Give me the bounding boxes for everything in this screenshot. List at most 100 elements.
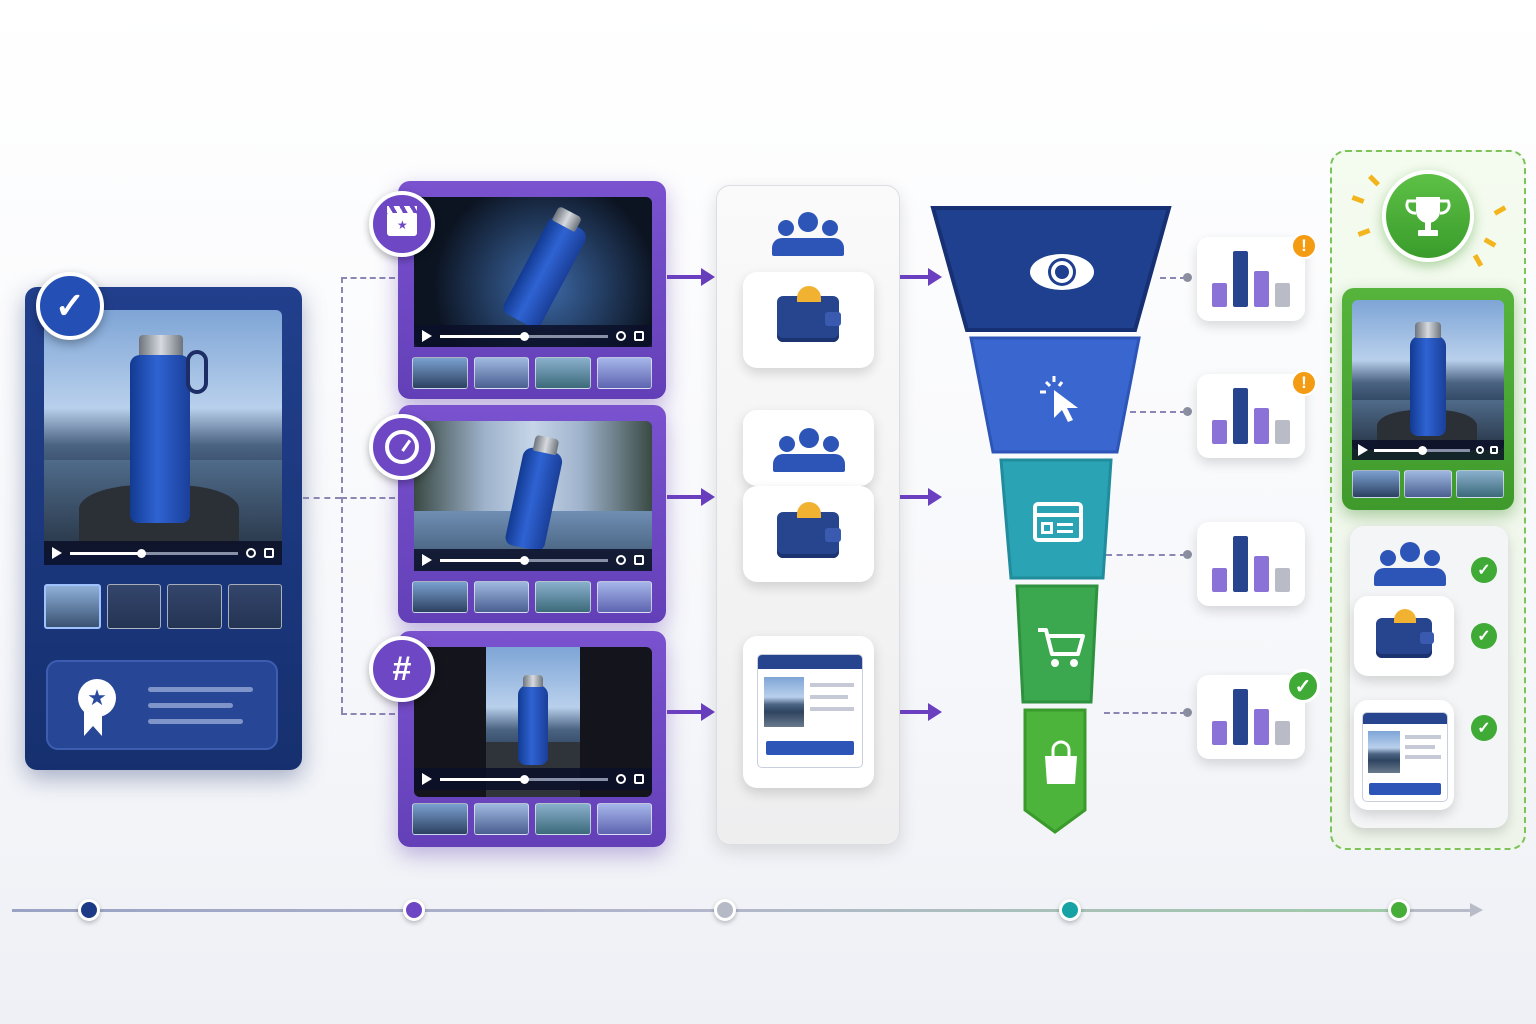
progress-bar[interactable]	[440, 774, 608, 784]
crop-icon: #	[369, 636, 435, 702]
play-icon[interactable]	[422, 773, 432, 785]
video-controls[interactable]	[414, 325, 652, 347]
thumbnail-strip	[44, 584, 282, 629]
thumbnail[interactable]	[535, 357, 591, 389]
thumbnail[interactable]	[167, 584, 222, 629]
thumbnail-strip	[412, 803, 652, 835]
product-page-icon	[1362, 712, 1448, 802]
click-icon	[1030, 372, 1090, 428]
play-icon[interactable]	[1358, 444, 1368, 456]
stat-bar	[1212, 721, 1227, 745]
thumbnail[interactable]	[473, 357, 529, 389]
progress-bar[interactable]	[440, 331, 608, 341]
flow-arrow	[667, 703, 715, 721]
thumbnail[interactable]	[1352, 470, 1400, 498]
audience-tile[interactable]	[743, 410, 874, 486]
winning-video-preview[interactable]	[1352, 300, 1504, 450]
product-page-tile[interactable]	[743, 636, 874, 788]
audience-icon	[1372, 540, 1448, 590]
settings-icon[interactable]	[246, 548, 256, 558]
settings-icon[interactable]	[1476, 446, 1484, 454]
flow-arrow	[667, 488, 715, 506]
play-icon[interactable]	[52, 547, 62, 559]
timeline-dot	[78, 899, 100, 921]
funnel-stage-landing	[999, 458, 1113, 580]
fullscreen-icon[interactable]	[634, 774, 644, 784]
check-icon: ✓	[1471, 557, 1497, 583]
shopping-bag-icon	[1038, 738, 1084, 788]
thumbnail[interactable]	[535, 581, 591, 613]
video-controls[interactable]	[1352, 440, 1504, 460]
thumbnail[interactable]	[412, 803, 468, 835]
wallet-icon	[777, 286, 841, 342]
source-video-card[interactable]: ★	[25, 287, 302, 770]
award-panel: ★	[46, 660, 278, 750]
variant-card-crop[interactable]	[398, 631, 666, 847]
play-icon[interactable]	[422, 554, 432, 566]
thumbnail[interactable]	[596, 581, 652, 613]
stat-card[interactable]	[1197, 237, 1305, 321]
progress-bar[interactable]	[1374, 445, 1470, 455]
thumbnail[interactable]	[596, 357, 652, 389]
variant-video-preview[interactable]	[414, 197, 652, 347]
progress-bar[interactable]	[70, 548, 238, 558]
thumbnail[interactable]	[106, 584, 161, 629]
trophy-icon	[1382, 170, 1474, 262]
video-controls[interactable]	[414, 549, 652, 571]
product-page-icon	[757, 654, 863, 768]
flow-arrow	[900, 268, 942, 286]
winning-video-card[interactable]	[1342, 288, 1514, 510]
fullscreen-icon[interactable]	[634, 555, 644, 565]
thumbnail-strip	[412, 357, 652, 389]
timeline-arrowhead	[1470, 903, 1483, 917]
thumbnail[interactable]	[535, 803, 591, 835]
flow-arrow	[667, 268, 715, 286]
fullscreen-icon[interactable]	[264, 548, 274, 558]
cart-icon	[1034, 622, 1088, 672]
variant-card-splash[interactable]	[398, 181, 666, 399]
play-icon[interactable]	[422, 330, 432, 342]
thumbnail-strip	[1352, 470, 1504, 498]
product-page-tile	[1354, 700, 1454, 810]
fullscreen-icon[interactable]	[1490, 446, 1498, 454]
stat-bar	[1254, 709, 1269, 745]
warning-icon: !	[1291, 233, 1317, 259]
settings-icon[interactable]	[616, 331, 626, 341]
thumbnail[interactable]	[1456, 470, 1504, 498]
audience-icon	[770, 210, 846, 260]
settings-icon[interactable]	[616, 774, 626, 784]
stat-bar	[1254, 556, 1269, 592]
thumbnail[interactable]	[596, 803, 652, 835]
settings-icon[interactable]	[616, 555, 626, 565]
timeline-line	[12, 909, 1392, 912]
stat-bar	[1275, 283, 1290, 307]
check-icon: ✓	[1471, 623, 1497, 649]
warning-icon: !	[1291, 370, 1317, 396]
thumbnail[interactable]	[473, 803, 529, 835]
thumbnail[interactable]	[44, 584, 101, 629]
stat-bar	[1212, 420, 1227, 444]
variant-card-motion[interactable]	[398, 405, 666, 623]
stat-card[interactable]	[1197, 374, 1305, 458]
thumbnail[interactable]	[473, 581, 529, 613]
stat-card[interactable]	[1197, 522, 1305, 606]
fullscreen-icon[interactable]	[634, 331, 644, 341]
wallet-tile[interactable]	[743, 272, 874, 368]
video-controls[interactable]	[44, 541, 282, 565]
thumbnail[interactable]	[1404, 470, 1452, 498]
thumbnail[interactable]	[412, 581, 468, 613]
thumbnail[interactable]	[227, 584, 282, 629]
wallet-icon	[777, 502, 841, 558]
thumbnail[interactable]	[412, 357, 468, 389]
eye-icon	[1028, 252, 1096, 292]
video-controls[interactable]	[414, 768, 652, 790]
wallet-tile[interactable]	[743, 486, 874, 582]
stat-card[interactable]	[1197, 675, 1305, 759]
progress-bar[interactable]	[440, 555, 608, 565]
source-video-preview[interactable]	[44, 310, 282, 555]
funnel-stage-cart	[1015, 584, 1099, 704]
timeline-dot	[1388, 899, 1410, 921]
landing-page-icon	[1030, 498, 1086, 546]
check-icon: ✓	[1286, 669, 1320, 703]
stat-bar	[1233, 536, 1248, 592]
